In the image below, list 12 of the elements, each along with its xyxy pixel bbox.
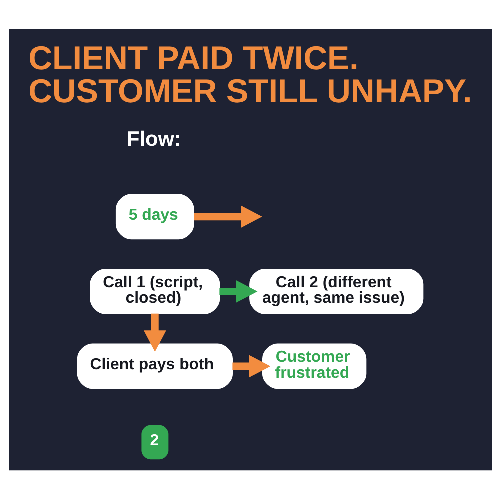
- arrow: [194, 206, 262, 228]
- node-box: Call 2 (different agent, same issue): [249, 269, 424, 314]
- label: 2: [150, 432, 159, 450]
- arrow: [143, 314, 166, 352]
- label: Flow:: [126, 128, 181, 151]
- node-box: 5 days: [115, 194, 194, 240]
- node-box: Call 1 (script, closed): [90, 269, 220, 314]
- node-box: Client pays both: [76, 344, 233, 390]
- node-box: Customer frustrated: [262, 344, 366, 390]
- arrow: [219, 280, 258, 303]
- diagram-title: CLIENT PAID TWICE. CUSTOMER STILL UNHAPY.: [28, 40, 472, 110]
- arrow: [232, 355, 270, 378]
